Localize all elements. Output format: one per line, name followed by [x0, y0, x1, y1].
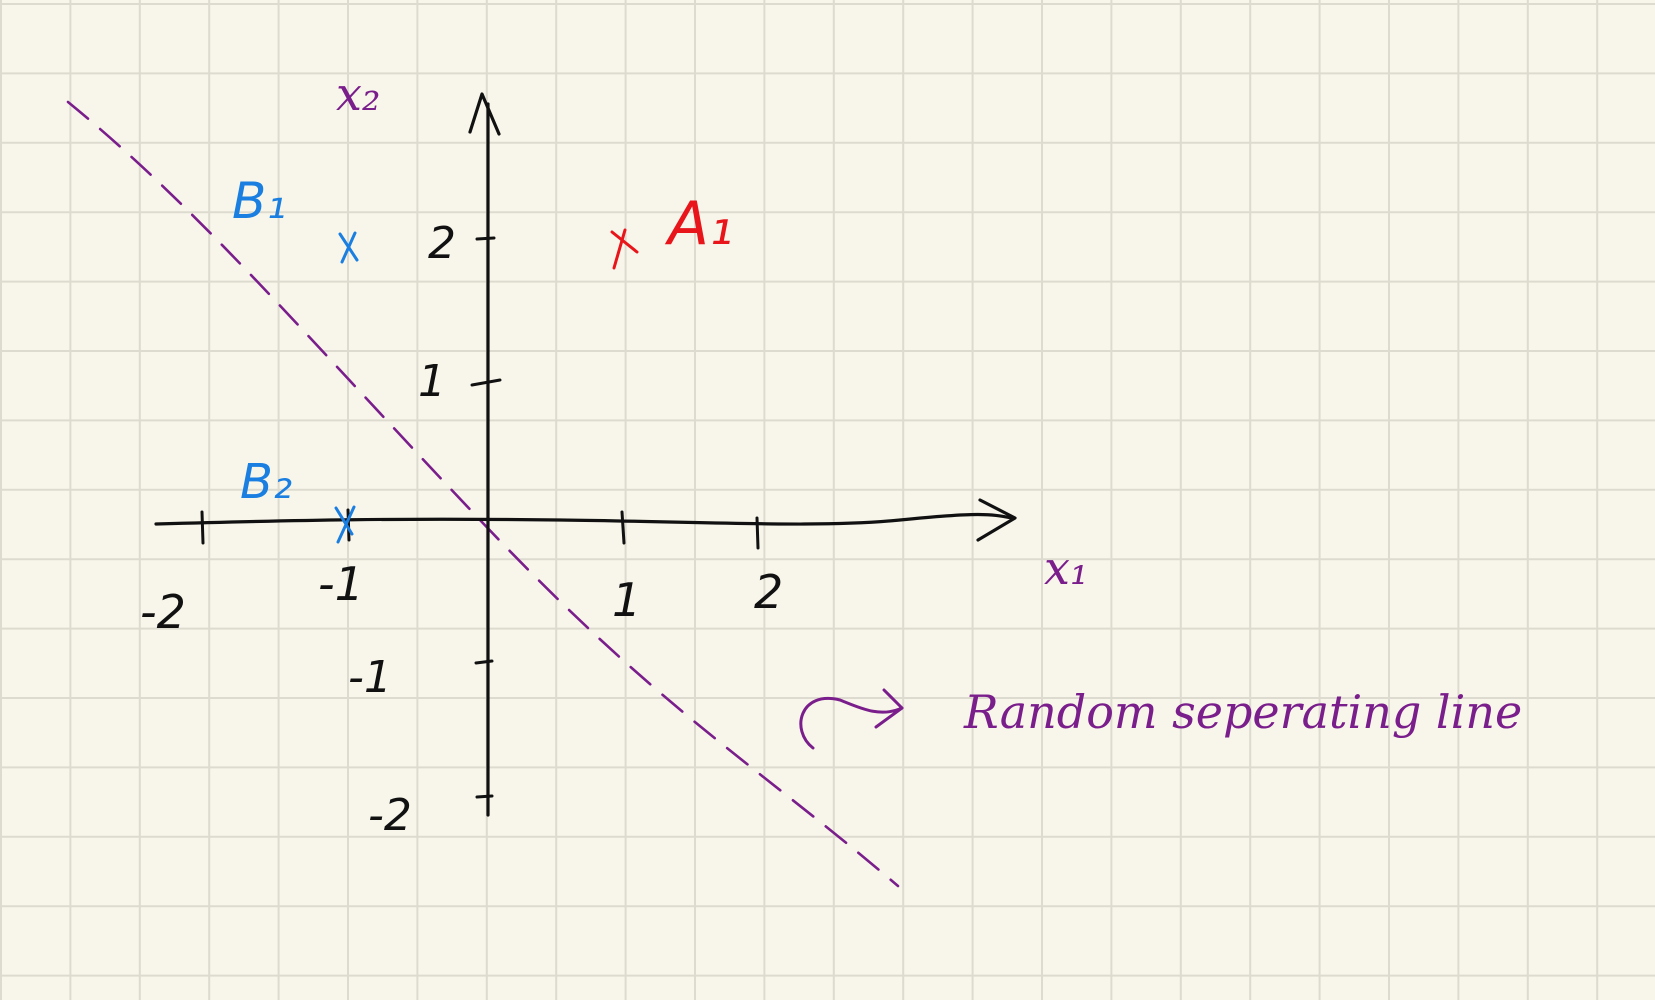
x-axis-label: x₁	[1044, 541, 1088, 595]
x-axis-arrowhead	[976, 498, 1017, 542]
point-marker	[338, 231, 359, 264]
y-tick-label: 2	[428, 218, 456, 269]
y-axis-arrowhead	[468, 92, 501, 136]
y-tick-label: 1	[418, 356, 446, 407]
y-ticks	[470, 236, 502, 799]
x-tick-label: -2	[140, 585, 186, 639]
x-tick-labels: -2 -1 1 2	[140, 557, 783, 639]
point-marker	[610, 228, 639, 270]
x-ticks	[200, 508, 760, 550]
x-tick-label: -1	[318, 557, 364, 611]
point-label: B₂	[240, 454, 292, 510]
y-tick-labels: 2 1 -1 -2	[348, 218, 456, 841]
annotation-arrow	[799, 688, 904, 750]
point-marker	[334, 505, 356, 544]
point-b1: B₁	[232, 172, 359, 264]
point-a1: A₁	[610, 189, 733, 270]
x-axis	[154, 498, 1017, 542]
point-label: B₁	[232, 172, 286, 230]
y-axis-label: x₂	[336, 67, 380, 121]
point-label: A₁	[664, 189, 733, 259]
x-tick-label: 1	[612, 573, 641, 627]
point-b2: B₂	[240, 454, 356, 544]
y-tick-label: -2	[368, 790, 412, 841]
separating-line-annotation: Random seperating line	[963, 685, 1522, 739]
y-axis	[468, 92, 501, 817]
x-tick-label: 2	[754, 565, 783, 619]
y-tick-label: -1	[348, 652, 392, 703]
